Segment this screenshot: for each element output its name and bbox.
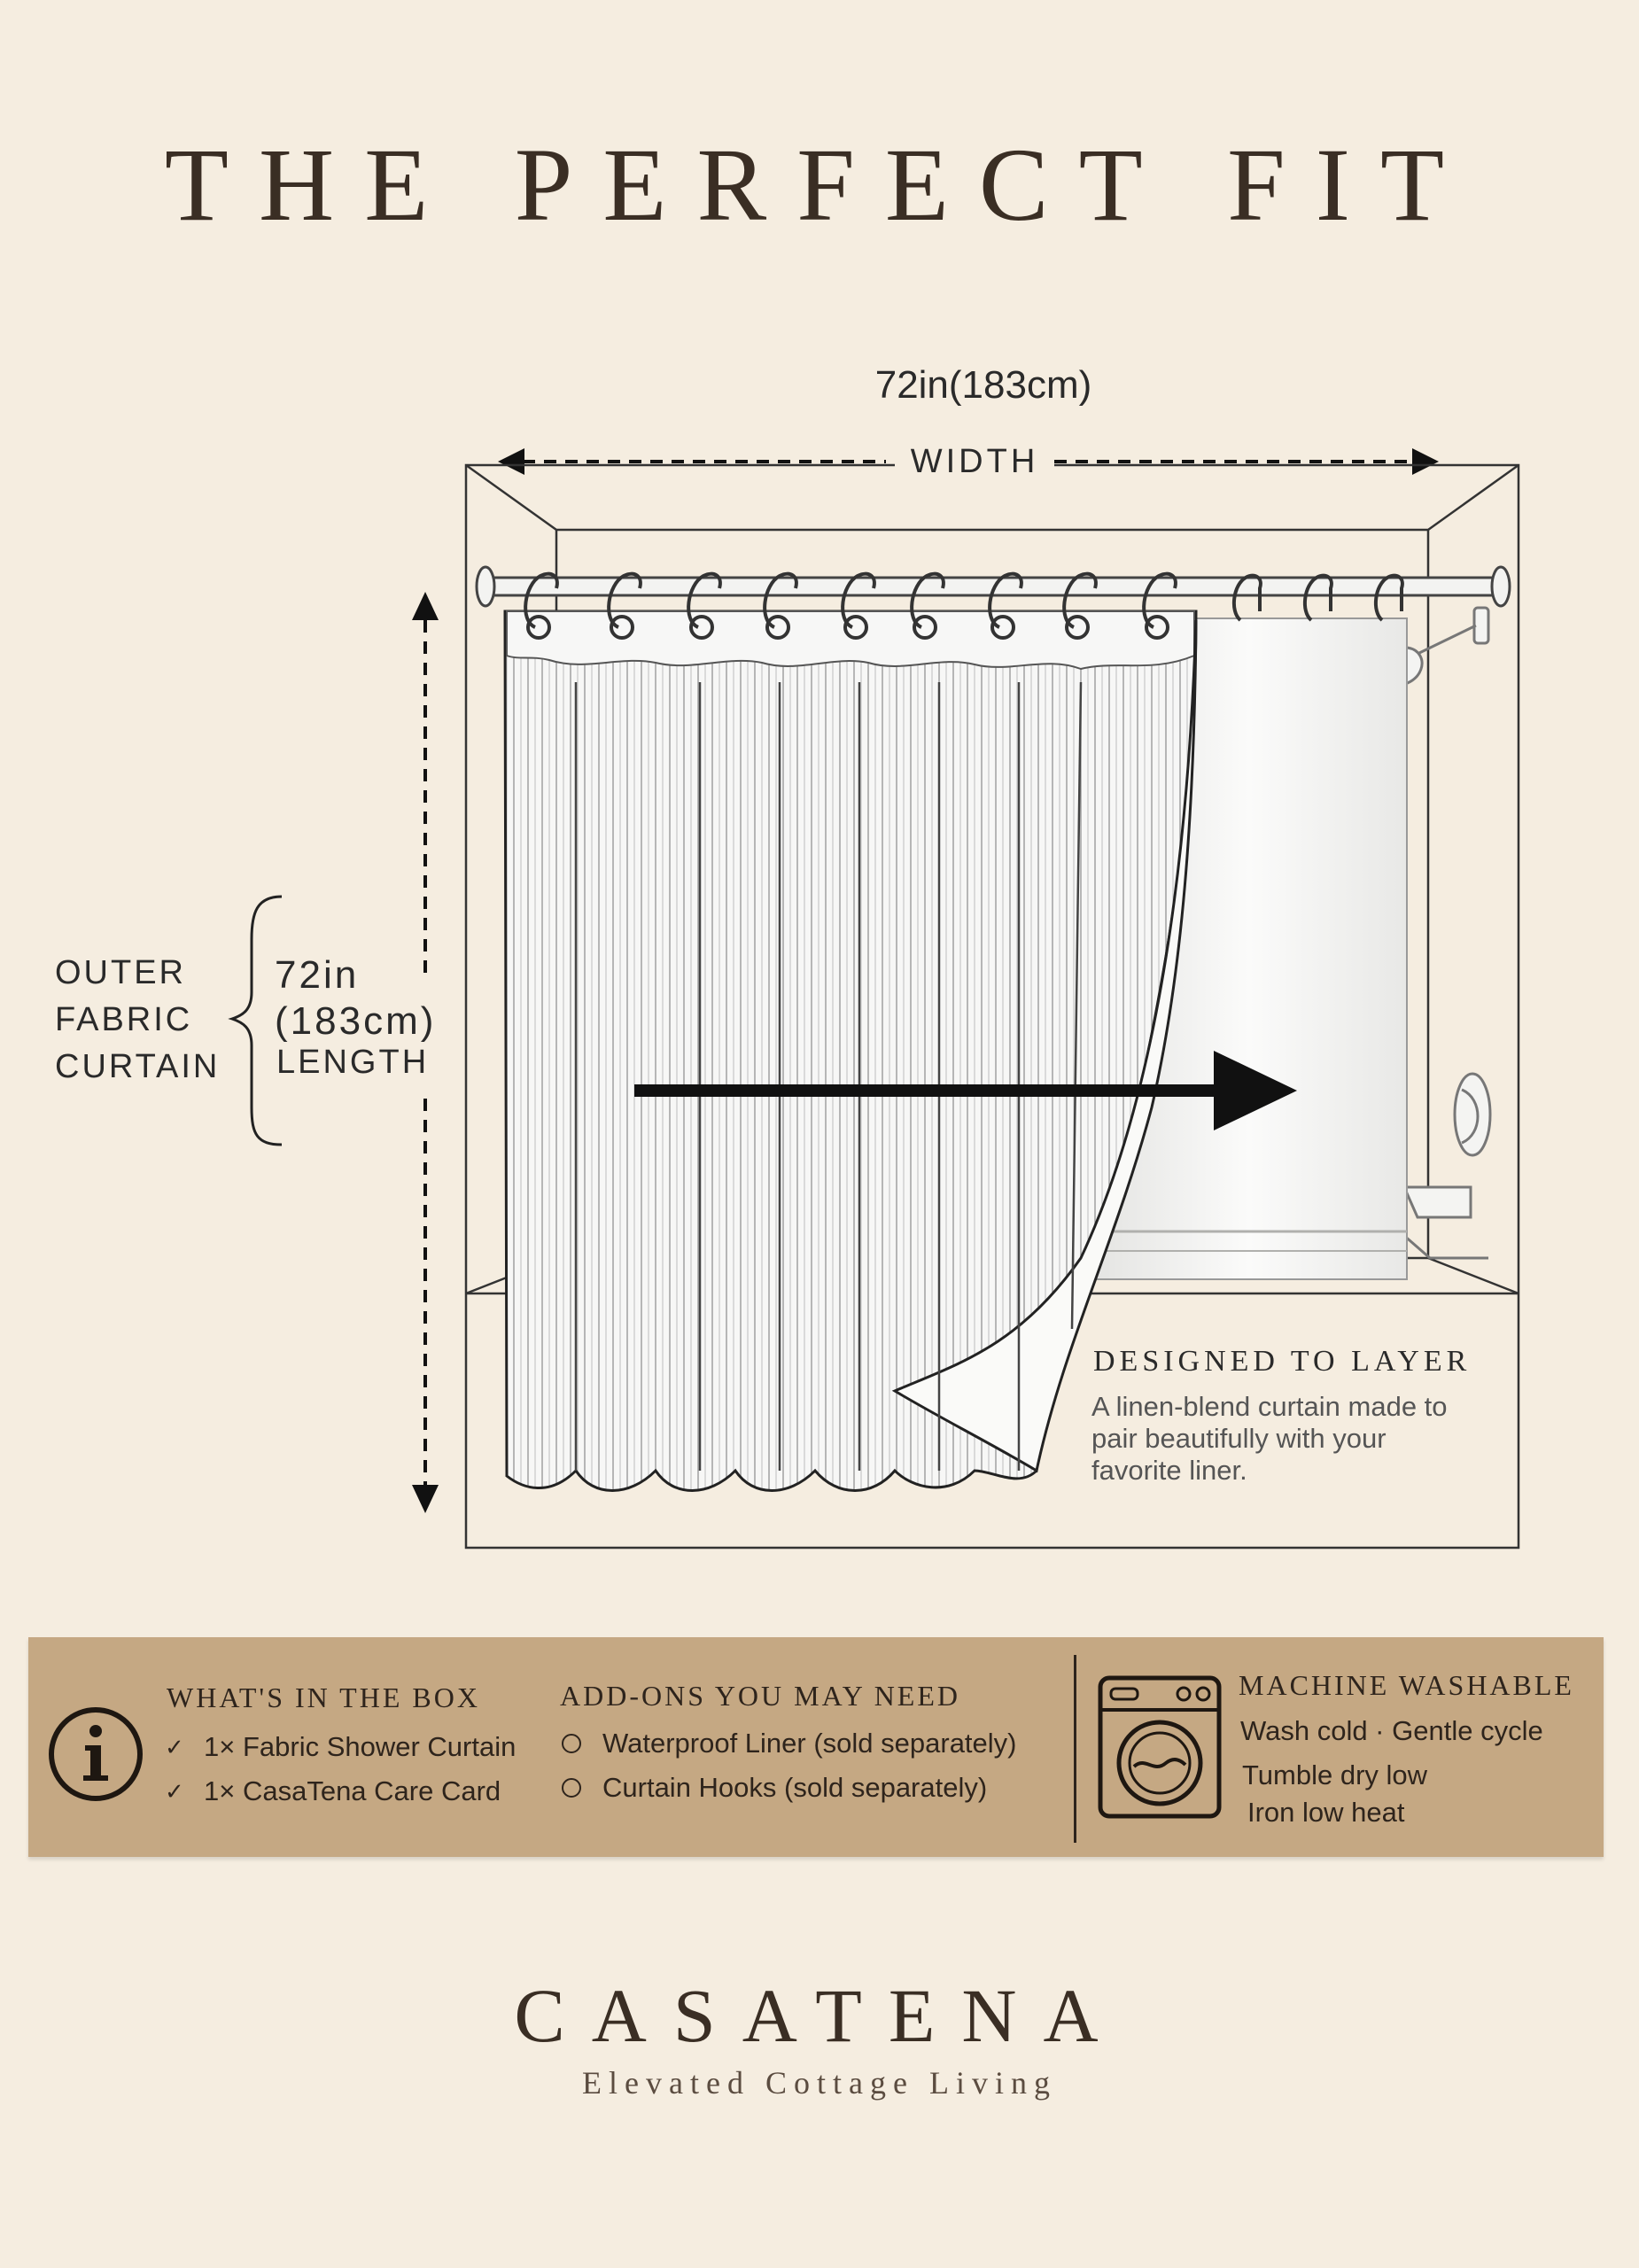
callout-line: favorite liner. [1091, 1455, 1247, 1486]
box-item: ✓1× CasaTena Care Card [165, 1775, 501, 1806]
callout-text: A linen-blend curtain made to pair beaut… [1091, 1391, 1508, 1487]
info-icon [49, 1707, 143, 1801]
outer-label-line: CURTAIN [55, 1048, 221, 1085]
care-item: Iron low heat [1247, 1797, 1405, 1828]
addon-item: Curtain Hooks (sold separately) [560, 1772, 987, 1804]
care-item: Tumble dry low [1242, 1759, 1428, 1790]
info-band [28, 1637, 1604, 1857]
width-label: WIDTH [895, 443, 1054, 481]
callout-line: A linen-blend curtain made to [1091, 1391, 1448, 1422]
callout-heading: DESIGNED TO LAYER [1093, 1345, 1472, 1378]
outer-fabric-curtain-label: OUTER FABRIC CURTAIN [55, 950, 259, 1091]
outer-fabric-curtain [503, 610, 1198, 1492]
curtain-rings [524, 571, 1404, 640]
washing-machine-icon [1098, 1675, 1222, 1819]
callout-line: pair beautifully with your [1091, 1423, 1387, 1454]
layering-arrow [634, 1051, 1297, 1130]
check-icon: ✓ [165, 1733, 184, 1760]
circle-bullet-icon [562, 1734, 581, 1753]
box-item: ✓1× Fabric Shower Curtain [165, 1731, 517, 1762]
brand-tagline: Elevated Cottage Living [582, 2065, 1057, 2101]
length-label: LENGTH [276, 1044, 430, 1081]
length-value-line: 72in [275, 953, 360, 997]
addon-item: Waterproof Liner (sold separately) [560, 1728, 1017, 1759]
circle-bullet-icon [562, 1778, 581, 1798]
length-value-line: (183cm) [275, 999, 437, 1043]
outer-label-line: FABRIC [55, 1001, 193, 1038]
width-value: 72in(183cm) [874, 363, 1092, 407]
box-heading: WHAT'S IN THE BOX [167, 1682, 480, 1713]
tub-faucet-icon [1388, 1072, 1492, 1260]
page-title: THE PERFECT FIT [164, 127, 1475, 243]
care-heading: MACHINE WASHABLE [1239, 1669, 1574, 1701]
width-dimension-arrow [498, 448, 1439, 475]
band-divider [1074, 1655, 1076, 1843]
shower-curtain-illustration [228, 448, 1520, 1550]
length-dimension-arrow [412, 592, 439, 1513]
outer-label-line: OUTER [55, 954, 186, 991]
addons-heading: ADD-ONS YOU MAY NEED [560, 1680, 960, 1712]
length-value: 72in (183cm) [275, 952, 487, 1045]
care-item: Wash cold · Gentle cycle [1240, 1715, 1543, 1746]
length-brace [228, 895, 283, 1146]
brand-logo-text: CASATENA [514, 1973, 1125, 2058]
check-icon: ✓ [165, 1777, 184, 1805]
